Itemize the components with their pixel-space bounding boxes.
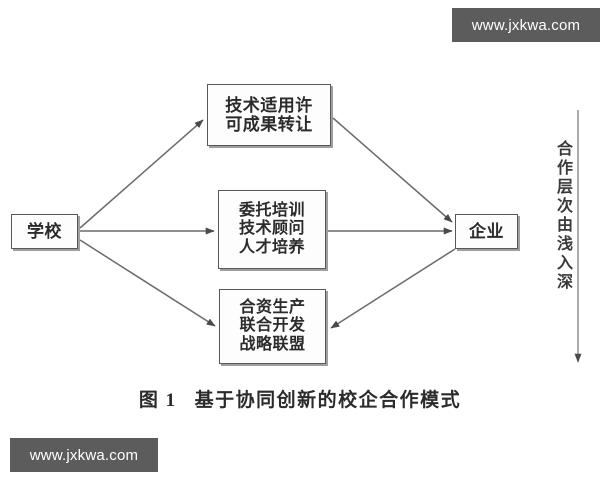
edge-tech-to-enterprise <box>332 117 453 223</box>
figure-caption: 图 1 基于协同创新的校企合作模式 <box>0 385 600 412</box>
node-school: 学校 <box>11 214 78 249</box>
node-school-label: 学校 <box>27 221 62 241</box>
figure-caption-text: 基于协同创新的校企合作模式 <box>194 390 462 411</box>
node-venture-line-2: 联合开发 <box>239 317 306 335</box>
edge-school-to-tech <box>79 119 204 229</box>
node-enterprise: 企业 <box>455 214 518 249</box>
node-venture-line-3: 战略联盟 <box>239 335 306 353</box>
node-venture-line-1: 合资生产 <box>239 299 306 317</box>
node-tech-transfer-line-1: 技术适用许 <box>225 95 313 115</box>
node-training: 委托培训 技术顾问 人才培养 <box>218 190 326 269</box>
node-tech-transfer-line-2: 可成果转让 <box>225 115 313 134</box>
node-training-line-2: 技术顾问 <box>238 220 305 238</box>
node-enterprise-label: 企业 <box>469 221 504 241</box>
node-training-line-3: 人才培养 <box>238 238 305 256</box>
depth-axis-label: 合作层次由浅入深 <box>554 140 571 292</box>
watermark-bottom: www.jxkwa.com <box>10 438 158 472</box>
edge-school-to-venture <box>79 239 216 327</box>
edge-enterprise-to-venture <box>330 248 456 329</box>
node-tech-transfer: 技术适用许 可成果转让 <box>207 84 331 146</box>
node-training-line-1: 委托培训 <box>238 202 305 220</box>
figure-caption-number: 图 1 <box>138 390 177 411</box>
node-venture: 合资生产 联合开发 战略联盟 <box>219 289 326 364</box>
watermark-top: www.jxkwa.com <box>452 8 600 42</box>
